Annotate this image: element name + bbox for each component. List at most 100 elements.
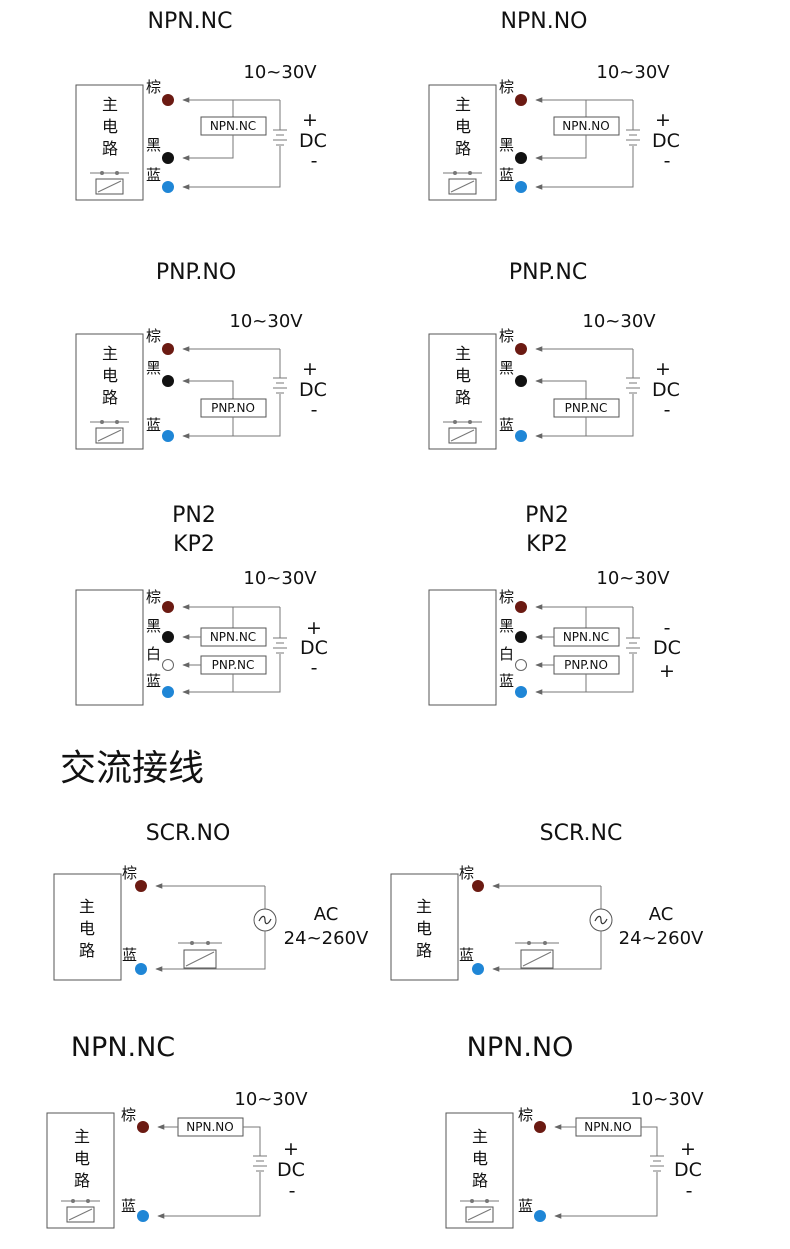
sensor-label: PNP.NO bbox=[211, 401, 255, 415]
blue-terminal bbox=[135, 963, 147, 975]
wire-label-blue: 蓝 bbox=[122, 946, 137, 964]
wire-label-brown: 棕 bbox=[146, 588, 161, 606]
wire-label-brown: 棕 bbox=[499, 327, 514, 345]
dc-plus: + bbox=[283, 1138, 299, 1160]
blue-terminal bbox=[162, 686, 174, 698]
panel-title-line2: KP2 bbox=[526, 532, 568, 557]
panel-title-line1: PN2 bbox=[525, 503, 569, 528]
wire-label-black: 黑 bbox=[499, 617, 514, 635]
dc-minus: - bbox=[311, 150, 318, 172]
sensor-label-bottom: PNP.NC bbox=[212, 658, 255, 672]
main-circuit-char: 电 bbox=[455, 117, 471, 136]
black-terminal bbox=[515, 375, 527, 387]
voltage-label: 10~30V bbox=[243, 568, 317, 589]
blue-terminal bbox=[162, 181, 174, 193]
main-circuit-box bbox=[390, 873, 459, 981]
voltage-label: 10~30V bbox=[630, 1089, 704, 1110]
main-circuit-char: 路 bbox=[455, 388, 471, 407]
main-circuit-box bbox=[428, 589, 497, 706]
main-circuit-char: 主 bbox=[102, 344, 118, 363]
panel-pn2-kp2-left: PN2 KP2 10~30V 棕 黑 白 蓝 NPN.NC PNP.NC + D… bbox=[75, 503, 328, 706]
main-circuit-char: 电 bbox=[455, 366, 471, 385]
main-circuit-char: 电 bbox=[472, 1149, 488, 1168]
panel-npn-nc: NPN.NC 10~30V 主 电 路 棕 黑 蓝 NPN.NC + DC - bbox=[75, 9, 327, 201]
wire-label-blue: 蓝 bbox=[146, 166, 161, 184]
panel-scr-nc: SCR.NC 主 电 路 棕 蓝 AC 24~260V bbox=[390, 821, 704, 981]
dc-plus: + bbox=[302, 358, 318, 380]
battery-icon bbox=[272, 129, 288, 146]
blue-terminal bbox=[515, 430, 527, 442]
dc-label: DC bbox=[653, 637, 681, 659]
sensor-label-top: NPN.NC bbox=[210, 630, 256, 644]
brown-terminal bbox=[472, 880, 484, 892]
wire-label-blue: 蓝 bbox=[499, 672, 514, 690]
brown-terminal bbox=[515, 94, 527, 106]
white-terminal bbox=[515, 659, 527, 671]
main-circuit-char: 主 bbox=[74, 1127, 90, 1146]
panel-npn-no-two-wire: NPN.NO 10~30V 主 电 路 棕 蓝 NPN.NO + DC - bbox=[445, 1032, 704, 1229]
blue-terminal bbox=[515, 181, 527, 193]
sensor-label: NPN.NO bbox=[562, 119, 609, 133]
wire-label-black: 黑 bbox=[499, 359, 514, 377]
dc-label: DC bbox=[300, 637, 328, 659]
brown-terminal bbox=[137, 1121, 149, 1133]
black-terminal bbox=[515, 152, 527, 164]
panel-title-line1: PN2 bbox=[172, 503, 216, 528]
main-circuit-char: 主 bbox=[472, 1127, 488, 1146]
panel-title: NPN.NO bbox=[467, 1032, 574, 1063]
brown-terminal bbox=[135, 880, 147, 892]
main-circuit-char: 主 bbox=[79, 897, 95, 916]
main-circuit-box bbox=[53, 873, 122, 981]
wire-label-blue: 蓝 bbox=[146, 672, 161, 690]
sensor-label-top: NPN.NC bbox=[563, 630, 609, 644]
battery-icon bbox=[625, 129, 641, 146]
main-circuit-char: 电 bbox=[416, 919, 432, 938]
brown-terminal bbox=[534, 1121, 546, 1133]
main-circuit-char: 电 bbox=[102, 117, 118, 136]
wire-label-black: 黑 bbox=[146, 617, 161, 635]
panel-title: NPN.NO bbox=[501, 9, 588, 34]
dc-label: DC bbox=[277, 1159, 305, 1181]
sensor-label-bottom: PNP.NO bbox=[564, 658, 608, 672]
battery-icon bbox=[625, 377, 641, 394]
dc-minus: - bbox=[289, 1180, 296, 1202]
dc-label: DC bbox=[652, 379, 680, 401]
voltage-label: 10~30V bbox=[582, 311, 656, 332]
main-circuit-char: 主 bbox=[416, 897, 432, 916]
wire-label-blue: 蓝 bbox=[146, 416, 161, 434]
main-circuit-char: 路 bbox=[416, 941, 432, 960]
brown-terminal bbox=[515, 343, 527, 355]
panel-pn2-kp2-right: PN2 KP2 10~30V 棕 黑 白 蓝 NPN.NC PNP.NO - D… bbox=[428, 503, 681, 706]
wire-label-black: 黑 bbox=[146, 359, 161, 377]
main-circuit-char: 路 bbox=[472, 1171, 488, 1190]
wire-label-blue: 蓝 bbox=[121, 1197, 136, 1215]
wire-label-blue: 蓝 bbox=[499, 416, 514, 434]
wire-label-brown: 棕 bbox=[499, 78, 514, 96]
panel-npn-no: NPN.NO 10~30V 主 电 路 棕 黑 蓝 NPN.NO + DC - bbox=[428, 9, 680, 201]
main-circuit-char: 路 bbox=[74, 1171, 90, 1190]
section-title-ac: 交流接线 bbox=[60, 748, 204, 789]
main-circuit-char: 路 bbox=[79, 941, 95, 960]
ac-label: AC bbox=[649, 904, 674, 925]
main-circuit-char: 主 bbox=[455, 344, 471, 363]
battery-icon bbox=[272, 377, 288, 394]
dc-minus: - bbox=[664, 150, 671, 172]
panel-pnp-nc: PNP.NC 10~30V 主 电 路 棕 黑 蓝 PNP.NC + DC - bbox=[428, 260, 680, 450]
white-terminal bbox=[162, 659, 174, 671]
main-circuit-char: 电 bbox=[79, 919, 95, 938]
black-terminal bbox=[162, 152, 174, 164]
panel-title: SCR.NO bbox=[146, 821, 231, 846]
sensor-label: PNP.NC bbox=[565, 401, 608, 415]
panel-scr-no: SCR.NO 主 电 路 棕 蓝 AC 24~260V bbox=[53, 821, 369, 981]
black-terminal bbox=[515, 631, 527, 643]
panel-title-line2: KP2 bbox=[173, 532, 215, 557]
main-circuit-char: 路 bbox=[102, 388, 118, 407]
ac-label: AC bbox=[314, 904, 339, 925]
sensor-label: NPN.NO bbox=[584, 1120, 631, 1134]
panel-title: PNP.NC bbox=[509, 260, 587, 285]
blue-terminal bbox=[534, 1210, 546, 1222]
dc-label: DC bbox=[652, 130, 680, 152]
voltage-label: 10~30V bbox=[243, 62, 317, 83]
wire-label-blue: 蓝 bbox=[459, 946, 474, 964]
main-circuit-char: 电 bbox=[74, 1149, 90, 1168]
